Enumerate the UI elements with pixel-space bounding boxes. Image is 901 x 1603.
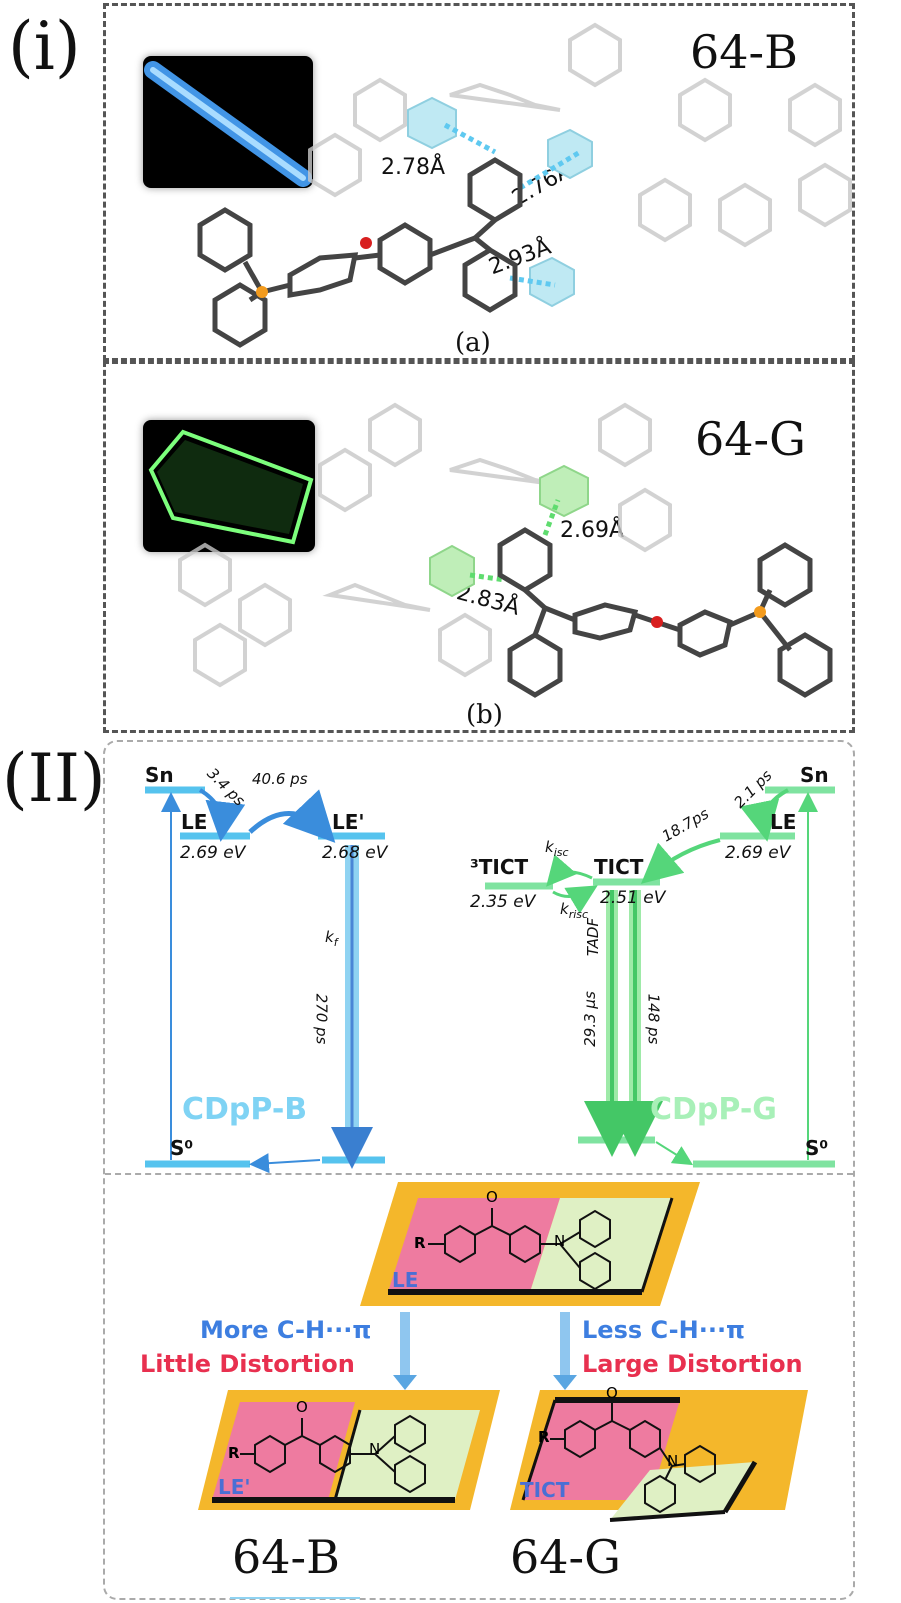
isc-arrow-g: [546, 854, 593, 887]
relax-arrow-g: [655, 1141, 694, 1166]
tict-plate-green: [610, 1462, 755, 1520]
tict-state-label: TICT: [520, 1478, 570, 1502]
tict-molecule: [550, 1403, 716, 1514]
level-sn-b: Sn: [145, 763, 174, 787]
rate-krisc-g: krisc: [560, 900, 589, 921]
rate-kf-b: kf: [325, 928, 338, 949]
energy-le-g: 2.69 eV: [725, 843, 791, 863]
crystal-g-panel: [103, 361, 855, 733]
panel-i-label: (i): [8, 8, 81, 85]
leprime-state-label: LE': [218, 1475, 251, 1499]
leprime-molecule: [240, 1414, 426, 1494]
contact-highlights: [407, 96, 593, 598]
rate-le-leprime-b: 40.6 ps: [252, 770, 308, 788]
crystal-g-photo: [143, 420, 315, 552]
relax-arrow-b: [249, 1153, 321, 1174]
mechanism-code-b: 64-B: [232, 1530, 340, 1584]
compound-name-b: CDpP-B: [182, 1092, 308, 1127]
level-leprime-b: LE': [332, 810, 365, 834]
level-tict3-g: ³TICT: [470, 855, 529, 879]
green-crystal-image: [148, 429, 314, 545]
atom-r-tict: R: [538, 1428, 550, 1446]
atom-r-le: R: [414, 1234, 426, 1252]
distance-label: 2.69Å: [560, 518, 625, 543]
le-tict-arrow-g: [640, 838, 721, 884]
level-sn-g: Sn: [800, 763, 829, 787]
energy-le-b: 2.69 eV: [180, 843, 246, 863]
phosphorus-atom-g: [754, 606, 766, 618]
blue-crystal-image: [144, 61, 312, 187]
crystal-g-sublabel: (b): [466, 700, 503, 730]
little-distortion-label: Little Distortion: [140, 1350, 355, 1378]
crystal-structures: [178, 22, 852, 698]
le-molecule: [428, 1208, 611, 1291]
energy-leprime-b: 2.68 eV: [322, 843, 388, 863]
crystal-g-code: 64-G: [695, 412, 806, 466]
compound-name-g: CDpP-G: [650, 1092, 777, 1127]
panel-ii-label: (II): [2, 740, 106, 817]
le-leprime-arrow-b: [248, 789, 336, 843]
leprime-plate-pink: [212, 1402, 355, 1500]
less-ch-pi-label: Less C-H···π: [582, 1316, 746, 1344]
le-plate-green: [530, 1198, 672, 1292]
level-le-b: LE: [181, 810, 208, 834]
atom-o-le: O: [486, 1188, 498, 1206]
energy-tict3-g: 2.35 eV: [470, 892, 536, 912]
level-s0-b: S⁰: [170, 1136, 194, 1160]
atom-n-tict: N: [667, 1452, 679, 1470]
level-le-g: LE: [770, 810, 797, 834]
crystal-b-photo: [143, 56, 313, 188]
atom-o-tict: O: [606, 1384, 618, 1402]
energy-tict-g: 2.51 eV: [600, 888, 666, 908]
mechanism-code-g: 64-G: [510, 1530, 621, 1584]
level-s0-g: S⁰: [805, 1136, 829, 1160]
leprime-plate-green: [335, 1410, 480, 1500]
level-tict-g: TICT: [594, 855, 644, 879]
atom-o-leprime: O: [296, 1398, 308, 1416]
crystal-b-sublabel: (a): [455, 328, 491, 358]
panel-divider: [105, 1173, 853, 1175]
atom-n-le: N: [554, 1232, 566, 1250]
sn-le-arrow-b: [198, 788, 246, 842]
large-distortion-label: Large Distortion: [582, 1350, 803, 1378]
tict-plate-pink: [523, 1400, 680, 1500]
oxygen-atom-g: [651, 616, 663, 628]
energy-diagram-panel: [103, 740, 855, 1600]
sn-le-arrow-g: [739, 788, 789, 842]
atom-n-leprime: N: [369, 1440, 381, 1458]
rate-kisc-g: kisc: [545, 838, 569, 859]
phosphorus-atom-b: [256, 286, 268, 298]
crystal-b-code: 64-B: [690, 25, 798, 79]
more-ch-pi-label: More C-H···π: [200, 1316, 372, 1344]
main-molecule-b: [197, 157, 523, 348]
risc-arrow-g: [552, 885, 598, 914]
crystal-b-panel: [103, 3, 855, 361]
le-state-label: LE: [392, 1268, 419, 1292]
atom-r-leprime: R: [228, 1444, 240, 1462]
distance-label: 2.78Å: [381, 155, 446, 180]
oxygen-atom-b: [360, 237, 372, 249]
